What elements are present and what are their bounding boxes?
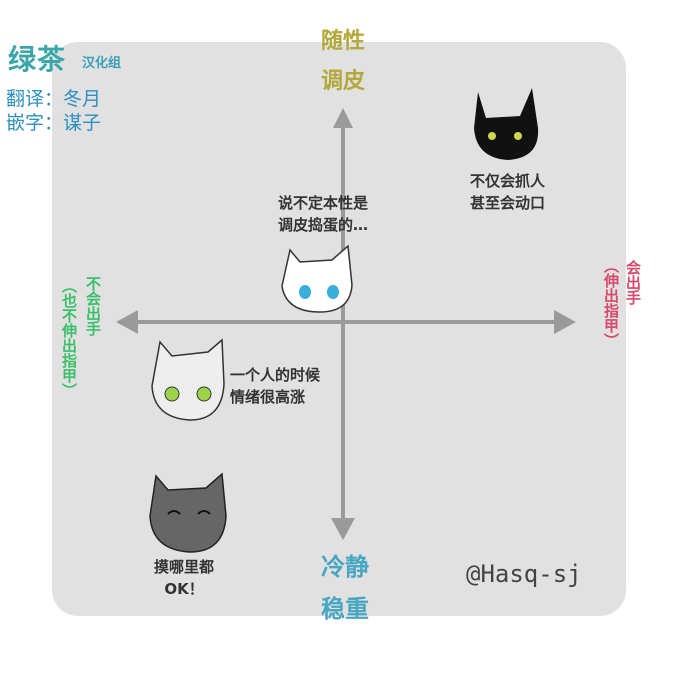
black-cat-note: 不仅会抓人甚至会动口 — [470, 172, 546, 212]
arrow-down-icon — [331, 518, 355, 540]
logo-title: 绿茶 — [8, 43, 67, 76]
axis-label-right-sub: （伸出指甲） — [602, 258, 620, 348]
credit-role: 翻译： — [6, 88, 64, 110]
axis-label-left: 不会出手 — [84, 276, 102, 336]
credit-typesetter: 嵌字：谋子 — [6, 108, 101, 135]
arrow-left-icon — [116, 310, 138, 334]
credit-name: 谋子 — [63, 112, 102, 134]
striped-cat-note: 一个人的时候情绪很高涨 — [230, 366, 321, 406]
gray-cat-icon — [149, 472, 227, 553]
white-cat-icon — [281, 244, 353, 313]
striped-cat-icon — [151, 338, 225, 421]
artist-signature: @Hasq-sj — [466, 560, 582, 588]
logo-group: 汉化组 — [82, 56, 122, 71]
axis-label-left-sub: （也不伸出指甲） — [60, 278, 78, 398]
arrow-up-icon — [333, 108, 353, 128]
credit-translator: 翻译：冬月 — [6, 84, 101, 111]
credit-role: 嵌字： — [6, 112, 64, 134]
black-cat-icon — [474, 88, 539, 160]
arrow-right-icon — [554, 310, 576, 334]
axis-label-bottom: 冷静稳重 — [321, 553, 369, 623]
white-cat-note: 说不定本性是调皮捣蛋的… — [278, 194, 369, 234]
axis-label-top: 随性调皮 — [320, 29, 365, 94]
axis-label-right: 会出手 — [624, 260, 642, 305]
credit-name: 冬月 — [63, 88, 102, 110]
